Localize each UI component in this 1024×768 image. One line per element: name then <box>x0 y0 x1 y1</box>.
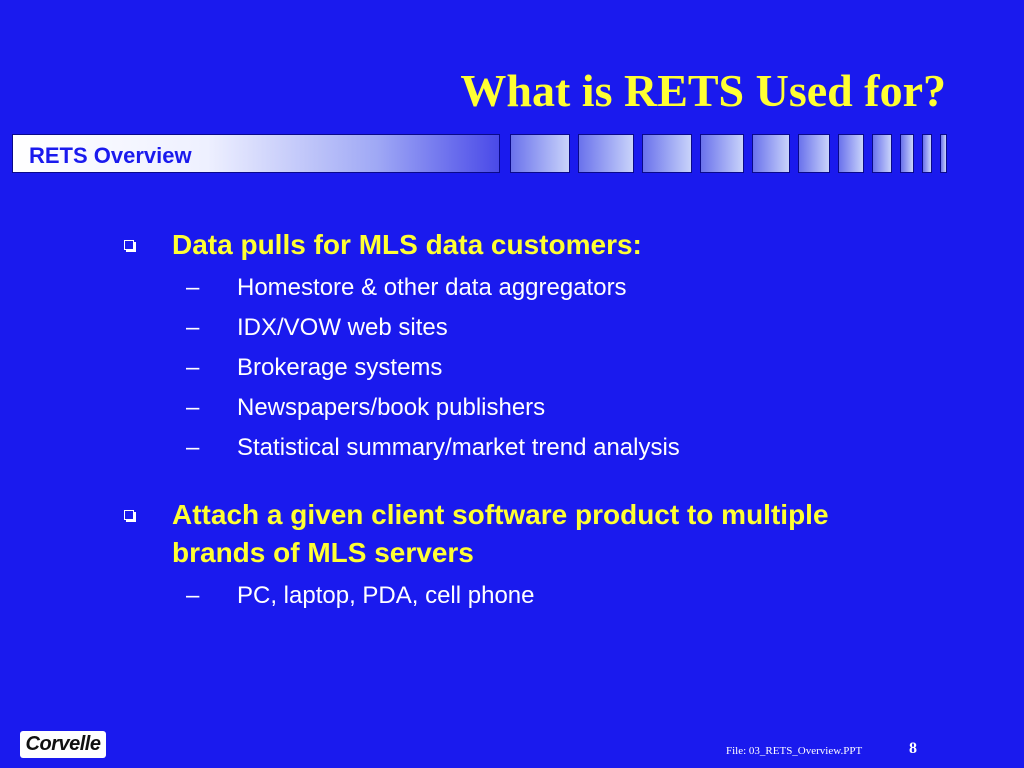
bullet-list: Data pulls for MLS data customers: – Hom… <box>124 226 904 616</box>
sub-bullet-item: – IDX/VOW web sites <box>124 308 904 348</box>
square-bullet-icon <box>124 240 134 250</box>
dash-bullet: – <box>186 274 200 301</box>
section-band: RETS Overview <box>12 134 500 173</box>
sub-bullet-item: – Brokerage systems <box>124 348 904 388</box>
decorative-tile <box>900 134 914 173</box>
sub-bullet-text: IDX/VOW web sites <box>237 314 448 341</box>
sub-bullet-item: – Homestore & other data aggregators <box>124 268 904 308</box>
decorative-tile <box>510 134 570 173</box>
bullet-text: Data pulls for MLS data customers: <box>172 229 642 260</box>
sub-bullet-text: Newspapers/book publishers <box>237 394 546 421</box>
logo-text: Corvelle <box>25 733 101 755</box>
bullet-item: Data pulls for MLS data customers: <box>124 226 904 264</box>
decorative-tile <box>872 134 892 173</box>
dash-bullet: – <box>186 354 200 381</box>
sub-bullet-text: Statistical summary/market trend analysi… <box>237 434 680 461</box>
dash-bullet: – <box>186 434 200 461</box>
bullet-item: Attach a given client software product t… <box>124 496 904 572</box>
page-number: 8 <box>909 740 917 757</box>
decorative-tile <box>752 134 790 173</box>
sub-bullet-text: Homestore & other data aggregators <box>237 274 627 301</box>
footer-filename: File: 03_RETS_Overview.PPT <box>726 745 863 757</box>
dash-bullet: – <box>186 394 200 421</box>
sub-bullet-text: PC, laptop, PDA, cell phone <box>237 582 535 609</box>
sub-bullet-item: – Statistical summary/market trend analy… <box>124 428 904 468</box>
decorative-tile <box>700 134 744 173</box>
dash-bullet: – <box>186 314 200 341</box>
decorative-tile <box>922 134 932 173</box>
sub-bullet-item: – Newspapers/book publishers <box>124 388 904 428</box>
section-band-label: RETS Overview <box>29 143 192 168</box>
corvelle-logo: Corvelle <box>20 731 106 758</box>
decorative-tile <box>578 134 634 173</box>
decorative-tile <box>838 134 864 173</box>
slide-title: What is RETS Used for? <box>460 65 946 116</box>
decorative-tile <box>940 134 947 173</box>
sub-bullet-item: – PC, laptop, PDA, cell phone <box>124 576 904 616</box>
decorative-tile <box>798 134 830 173</box>
decorative-tile <box>642 134 692 173</box>
sub-bullet-text: Brokerage systems <box>237 354 443 381</box>
dash-bullet: – <box>186 582 200 609</box>
square-bullet-icon <box>124 510 134 520</box>
bullet-text: Attach a given client software product t… <box>172 499 829 568</box>
